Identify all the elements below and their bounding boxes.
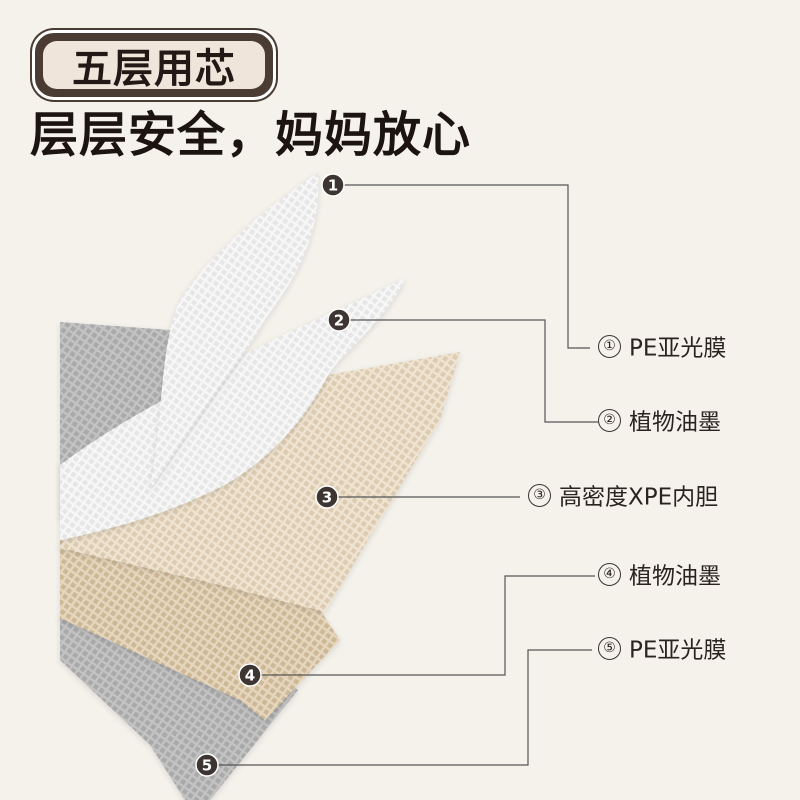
- leader-line-2: [339, 319, 598, 423]
- layer-1-pe-film: [150, 172, 319, 490]
- layer-3-xpe-core: [60, 352, 460, 612]
- layer-number-2: ②: [598, 409, 621, 432]
- layer-label-2: ② 植物油墨: [598, 407, 721, 437]
- layer-number-5: ⑤: [598, 637, 621, 660]
- marker-1: 1: [321, 173, 345, 197]
- layer-number-3: ③: [528, 484, 551, 507]
- layer-number-1: ①: [598, 335, 621, 358]
- layer-label-5: ⑤ PE亚光膜: [598, 635, 726, 665]
- layer-number-4: ④: [598, 563, 621, 586]
- layer-label-4: ④ 植物油墨: [598, 561, 721, 591]
- headline: 层层安全，妈妈放心: [30, 107, 472, 163]
- marker-3: 3: [315, 485, 339, 509]
- layer-name-2: 植物油墨: [629, 409, 721, 436]
- marker-2: 2: [327, 308, 351, 332]
- layer-label-3: ③ 高密度XPE内胆: [528, 482, 718, 512]
- svg-text:2: 2: [334, 312, 344, 330]
- layer-2-plant-ink: [60, 278, 405, 540]
- layer-name-5: PE亚光膜: [629, 637, 727, 664]
- badge-text: 五层用芯: [43, 41, 265, 92]
- marker-4: 4: [238, 663, 262, 687]
- layer-name-3: 高密度XPE内胆: [559, 484, 719, 511]
- leader-lines: [207, 184, 598, 766]
- svg-text:1: 1: [328, 177, 338, 195]
- marker-5: 5: [195, 753, 219, 777]
- leader-line-4: [250, 575, 595, 676]
- leader-line-1: [333, 184, 590, 349]
- layer-label-1: ① PE亚光膜: [598, 333, 726, 363]
- layer-name-1: PE亚光膜: [629, 335, 727, 362]
- svg-text:3: 3: [322, 489, 332, 507]
- title-badge: 五层用芯: [32, 30, 276, 100]
- leader-line-5: [207, 649, 592, 766]
- svg-text:5: 5: [202, 757, 212, 775]
- layer-name-4: 植物油墨: [629, 563, 721, 590]
- svg-text:4: 4: [245, 667, 255, 685]
